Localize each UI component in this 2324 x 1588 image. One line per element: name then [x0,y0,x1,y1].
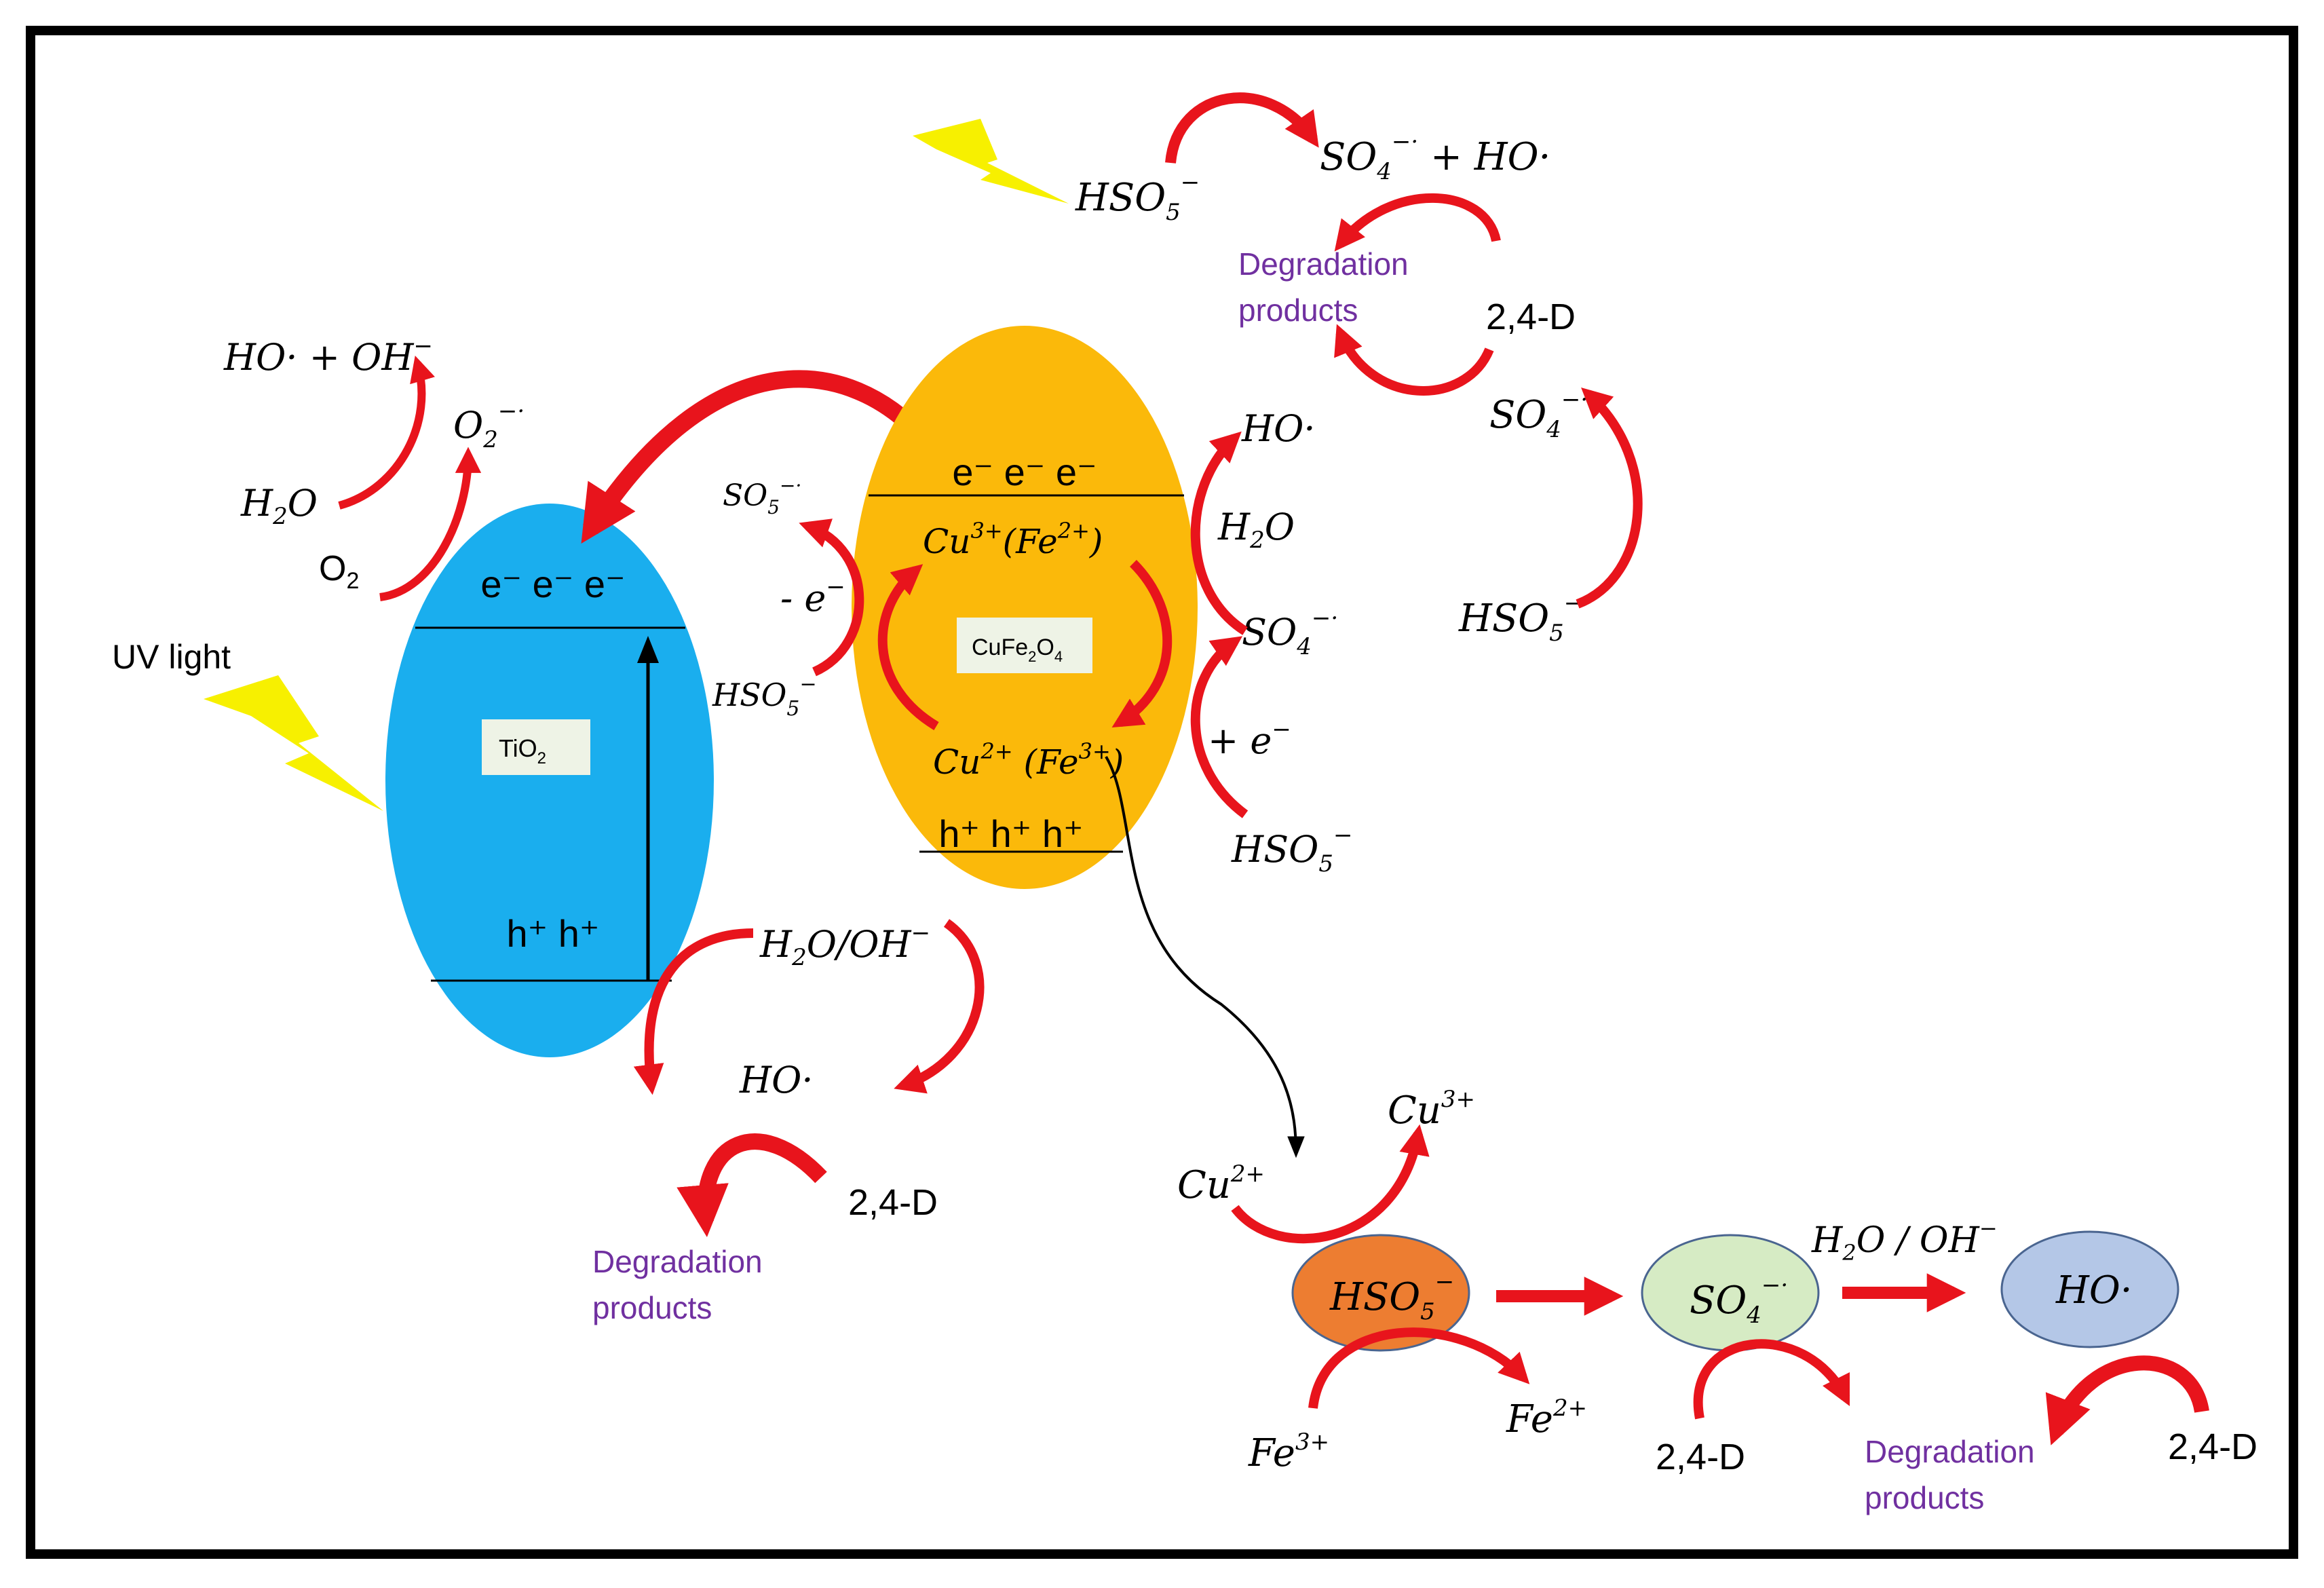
ho-right-label: HO· [1241,407,1316,450]
cu2-fe3-label: Cu2+ (Fe3+) [933,738,1124,782]
uv-activation-arrow [1165,92,1319,164]
target-2-4-d-chain-2: 2,4-D [2168,1426,2258,1467]
cu3-chain-label: Cu3+ [1388,1086,1475,1133]
hso5-node-label: HSO5− [1329,1268,1454,1325]
cu3-to-cu2-arrow [1111,560,1173,728]
so4-to-ho-arrow [1190,431,1248,635]
tio2-holes: h⁺ h⁺ [507,912,600,955]
fe3-label: Fe3+ [1248,1429,1329,1475]
tio2-label: TiO2 [499,734,546,768]
so5-radical-label: SO5−· [723,474,801,518]
tio2-particle [385,504,714,1057]
hso5-bottom-label: HSO5− [1458,590,1583,647]
lightning-icon-top [913,119,1069,204]
cu3-fe2-label: Cu3+(Fe2+) [923,518,1103,561]
superoxide-label: O2−· [453,398,525,453]
cufe2o4-label-box [957,618,1092,673]
minus-e-label: - e− [780,573,845,620]
ho-oh-label: HO· + OH− [223,333,433,379]
2-4-d-degradation-arrow-tio2 [677,1133,827,1237]
hso5-left-label: HSO5− [712,673,817,721]
electron-transfer-arrow [581,370,933,544]
ho-node [2000,1230,2179,1348]
o2-label: O2 [319,549,359,594]
h2o-oh-label: H2O/OH− [759,920,930,971]
h2o-to-ho-right-arrow [894,919,985,1094]
hso5-to-so4-top-arrow [1576,387,1643,609]
h2o-right-label: H2O [1217,506,1295,554]
hso5-to-so5-arrow [799,518,864,677]
h2o-to-ho-arrow [338,355,435,510]
frame-border [26,26,2298,1559]
cu2-to-cu3-arrow [877,564,939,730]
tio2-electrons: e⁻ e⁻ e⁻ [480,563,625,605]
target-2-4-d-tio2: 2,4-D [848,1182,938,1223]
hso5-to-so4-arrow [1190,636,1249,818]
cu2-link-arrow [1105,755,1305,1158]
cufe2o4-particle [852,326,1198,889]
so4-node-label: SO4−· [1690,1272,1788,1329]
ho-radical-label: HO· [739,1059,814,1101]
hso5-top-label: HSO5− [1075,169,1200,226]
ho-node-label: HO· [2055,1268,2133,1312]
hso5-right-label: HSO5− [1231,822,1353,877]
uv-light-label: UV light [112,638,231,676]
lightning-icon [204,675,383,811]
h2o-oh-chain-label: H2O / OH− [1811,1215,1998,1266]
fe2-label: Fe2+ [1506,1395,1587,1441]
plus-e-label: + e− [1208,716,1291,762]
ho-degradation-arrow [2045,1355,2209,1445]
cufe2o4-holes: h⁺ h⁺ h⁺ [938,812,1083,855]
cufe2o4-electrons: e⁻ e⁻ e⁻ [952,451,1097,493]
target-2-4-d-top: 2,4-D [1486,297,1576,337]
h2o-label: H2O [240,482,318,530]
so4-right-label: SO4−· [1242,605,1338,660]
cu2-to-cu3-chain-arrow [1231,1124,1430,1244]
holes-to-h2o-arrow [633,928,754,1095]
fe3-to-fe2-arrow [1308,1327,1530,1409]
so4-ho-degradation-arrow [1334,193,1501,252]
so4-degradation-arrow [1693,1339,1850,1420]
2-4-d-to-degradation-arrow [1334,324,1494,396]
o2-to-superoxide-arrow [379,447,482,601]
cufe2o4-label: CuFe2O4 [972,635,1063,665]
tio2-label-box [482,719,590,775]
target-2-4-d-chain-1: 2,4-D [1656,1437,1745,1477]
cu2-chain-label: Cu2+ [1177,1160,1265,1207]
so4-ho-top-label: SO4−· + HO· [1320,128,1550,185]
hso5-node [1291,1234,1470,1352]
